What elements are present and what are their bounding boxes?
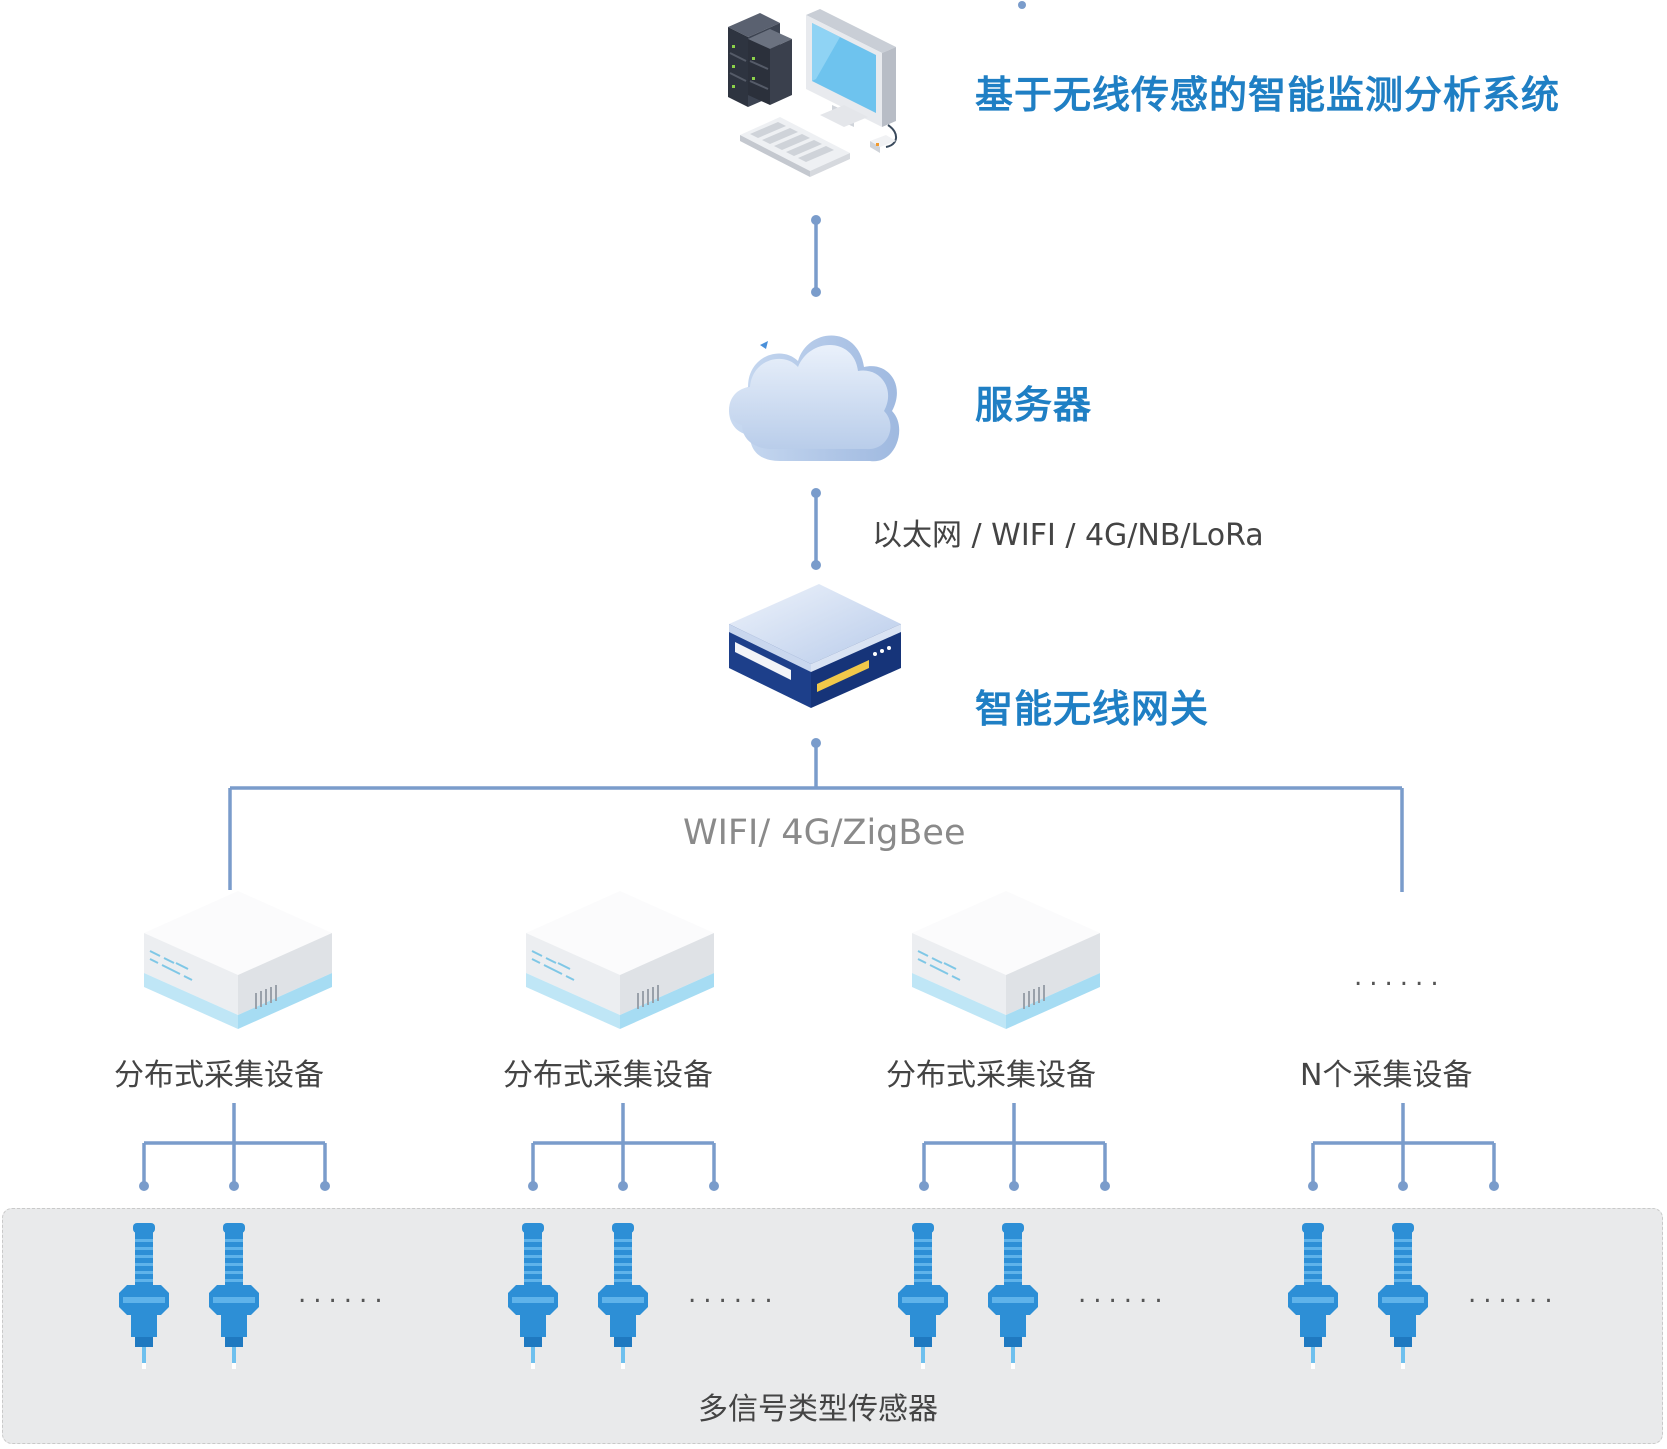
sensor-area-label: 多信号类型传感器 (698, 1392, 938, 1427)
server-title: 服务器 (975, 383, 1093, 427)
collector-device-icon (911, 890, 1101, 1030)
sensor-area-panel (2, 1208, 1663, 1444)
cloud-icon (729, 335, 900, 462)
collector-device-icon (525, 890, 715, 1030)
sensor-more-dots: ...... (1468, 1279, 1560, 1309)
collector-label: 分布式采集设备 (503, 1058, 713, 1093)
computer-icon (728, 9, 897, 177)
sensor-icon (209, 1223, 259, 1369)
system-title: 基于无线传感的智能监测分析系统 (975, 73, 1561, 117)
sensor-icon (508, 1223, 558, 1369)
collector-label: 分布式采集设备 (114, 1058, 324, 1093)
sensor-icon (119, 1223, 169, 1369)
sensor-icon (598, 1223, 648, 1369)
sensor-more-dots: ...... (688, 1279, 780, 1309)
sensor-icon (1288, 1223, 1338, 1369)
collector-label: 分布式采集设备 (886, 1058, 1096, 1093)
sensor-more-dots: ...... (298, 1279, 390, 1309)
sensor-icon (1378, 1223, 1428, 1369)
gateway-title: 智能无线网关 (975, 687, 1210, 731)
downlink-protocols-label: WIFI/ 4G/ZigBee (683, 813, 966, 853)
collector-placeholder-dots: ...... (1354, 962, 1446, 992)
collector-label: N个采集设备 (1300, 1058, 1473, 1093)
sensor-icon (898, 1223, 948, 1369)
collector-device-icon (143, 890, 333, 1030)
sensor-more-dots: ...... (1078, 1279, 1170, 1309)
sensor-icon (988, 1223, 1038, 1369)
uplink-protocols-label: 以太网 / WIFI / 4G/NB/LoRa (872, 518, 1264, 553)
gateway-icon (729, 584, 901, 708)
